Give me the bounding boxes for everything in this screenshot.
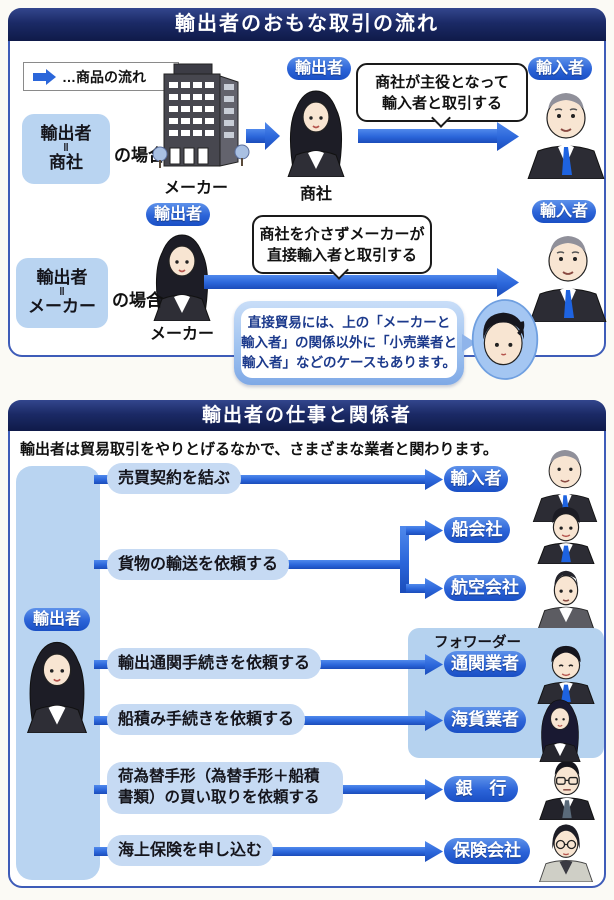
panel1-title: 輸出者のおもな取引の流れ: [8, 8, 606, 41]
bank-man-avatar: [534, 754, 600, 820]
direct-trade-note: 直接貿易には、上の「メーカーと 輸入者」の関係以外に「小売業者と 輸入者」などの…: [234, 301, 464, 385]
panel-exporter-work: 輸出者の仕事と関係者 輸出者は貿易取引をやりとげるなかで、さまざまな業者と関わり…: [8, 400, 606, 888]
row6-task: 海上保険を申し込む: [107, 835, 274, 866]
row2-branch-bar: [400, 526, 409, 593]
case1-importer-badge: 輸入者: [528, 57, 592, 80]
trading-company-woman-avatar: [280, 83, 352, 177]
panel-transaction-flow: 輸出者のおもな取引の流れ …商品の流れ 輸出者 ‖ 商社 の場合: [8, 8, 607, 357]
maker-woman-avatar: [146, 227, 218, 321]
case2-main-arrow: [204, 275, 498, 289]
customs-broker-man-avatar: [532, 640, 600, 704]
case2-suffix: の場合: [112, 291, 163, 310]
row3-task: 輸出通関手続きを依頼する: [107, 648, 322, 679]
air-company-man-avatar: [532, 564, 600, 630]
panel2-title: 輸出者の仕事と関係者: [8, 400, 606, 431]
row2-partner-b-badge: 航空会社: [444, 575, 526, 601]
case2-box-bottom: メーカー: [28, 296, 96, 316]
case1-short-arrow: [246, 129, 266, 143]
legend-label: …商品の流れ: [62, 68, 146, 85]
row5-partner-badge: 銀 行: [444, 776, 518, 802]
row2-task: 貨物の輸送を依頼する: [107, 549, 290, 580]
case2-exporter-badge: 輸出者: [146, 203, 210, 226]
row4-task: 船積み手続きを依頼する: [107, 704, 306, 735]
row3-partner-badge: 通関業者: [444, 651, 526, 677]
note-boy-avatar: [470, 298, 540, 381]
case2-equals-box: 輸出者 ‖ メーカー: [16, 258, 108, 328]
case1-maker-label: メーカー: [163, 180, 228, 197]
row2-partner-a-badge: 船会社: [444, 517, 510, 543]
case1-equals-box: 輸出者 ‖ 商社: [22, 114, 110, 184]
case2-box-top: 輸出者: [36, 268, 88, 288]
forwarder-label: フォワーダー: [434, 635, 521, 651]
row4-partner-badge: 海貨業者: [444, 707, 526, 733]
row6-partner-badge: 保険会社: [444, 838, 530, 864]
case2-person-label: メーカー: [149, 326, 214, 343]
panel2-intro: 輸出者は貿易取引をやりとげるなかで、さまざまな業者と関わります。: [20, 441, 498, 458]
case1-main-arrow: [358, 129, 498, 143]
importer-man-avatar: [522, 81, 610, 179]
exporter-badge: 輸出者: [24, 608, 90, 631]
row5-task: 荷為替手形（為替手形＋船積書類）の買い取りを依頼する: [107, 762, 343, 814]
case2-box-equals: ‖: [59, 286, 65, 299]
case1-speech-bubble: 商社が主役となって 輸入者と取引する: [356, 63, 528, 122]
ship-company-man-avatar: [532, 502, 600, 564]
case1-exporter-badge: 輸出者: [287, 57, 351, 80]
importer-man-avatar: [524, 224, 612, 322]
row1-line: [94, 475, 428, 484]
row1-partner-badge: 輸入者: [444, 466, 508, 492]
case1-box-top: 輸出者: [40, 124, 92, 144]
exporter-woman-avatar: [19, 634, 95, 733]
row1-task: 売買契約を結ぶ: [107, 463, 242, 494]
direct-trade-note-text: 直接貿易には、上の「メーカーと 輸入者」の関係以外に「小売業者と 輸入者」などの…: [241, 308, 457, 378]
insurance-woman-avatar: [534, 818, 598, 882]
case1-box-bottom: 商社: [49, 152, 83, 172]
case2-importer-badge: 輸入者: [532, 200, 596, 223]
case1-suffix: の場合: [114, 146, 165, 165]
case1-person-label: 商社: [299, 186, 332, 203]
case1-box-equals: ‖: [63, 142, 69, 155]
maker-building-icon: [150, 62, 252, 172]
sea-freight-woman-avatar: [534, 694, 586, 762]
goods-flow-arrow-icon: [33, 68, 56, 85]
